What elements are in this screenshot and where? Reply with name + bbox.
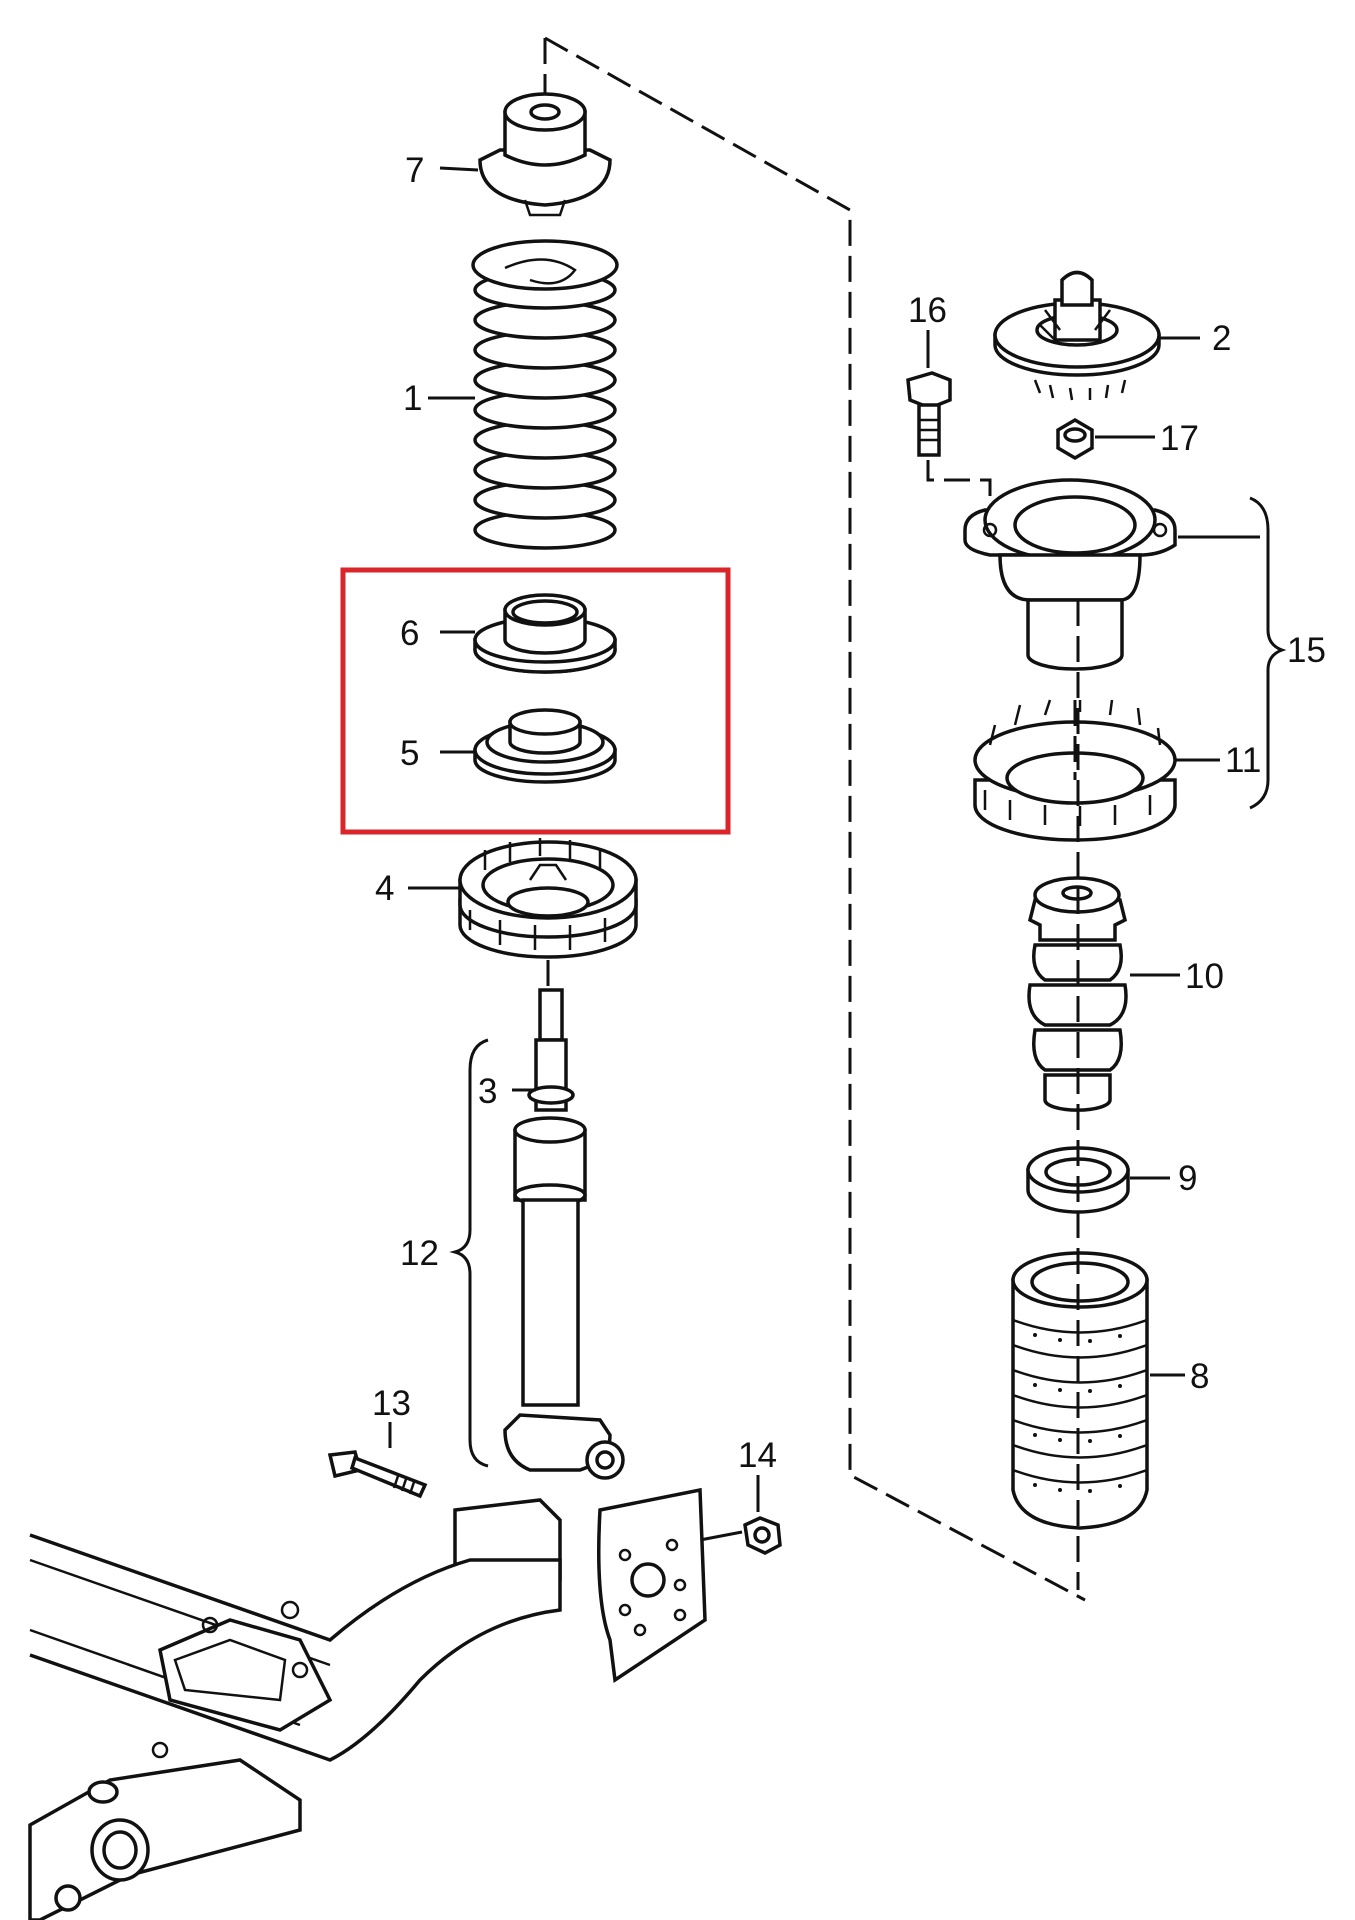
rear-axle-beam <box>28 1487 707 1920</box>
label-4: 4 <box>375 869 394 908</box>
part-11-bump-ring <box>973 699 1220 842</box>
part-8-protective-boot <box>1011 1251 1185 1530</box>
label-14: 14 <box>738 1436 777 1475</box>
part-7-bump-cap <box>439 92 612 217</box>
part-10-bump-stop <box>1027 876 1180 1112</box>
part-17-nut <box>1056 417 1155 461</box>
part-13-bolt <box>327 1422 428 1499</box>
label-2: 2 <box>1212 319 1231 358</box>
label-15: 15 <box>1287 631 1326 670</box>
label-1: 1 <box>403 379 422 418</box>
label-17: 17 <box>1160 419 1199 458</box>
part-2-strut-mount <box>993 270 1200 401</box>
label-11: 11 <box>1225 741 1261 780</box>
label-6: 6 <box>400 614 419 653</box>
part-1-coil-spring <box>428 239 619 550</box>
label-5: 5 <box>400 734 419 773</box>
part-15-mount-housing <box>963 478 1287 810</box>
part-16-bolt <box>906 330 992 505</box>
label-12: 12 <box>400 1234 439 1273</box>
part-14-nut <box>699 1475 782 1555</box>
part-5-spring-seat <box>440 708 617 784</box>
label-3: 3 <box>478 1072 497 1111</box>
part-4-spring-mount <box>408 838 638 959</box>
label-8: 8 <box>1190 1357 1209 1396</box>
part-3-shock-absorber <box>449 988 625 1480</box>
label-16: 16 <box>908 291 947 330</box>
label-10: 10 <box>1185 957 1224 996</box>
label-7: 7 <box>405 151 424 190</box>
label-13: 13 <box>372 1384 411 1423</box>
label-9: 9 <box>1178 1159 1197 1198</box>
callout-labels: 7 1 6 5 4 3 12 13 14 16 2 17 15 11 10 9 … <box>372 151 1326 1475</box>
part-9-seal <box>1026 1146 1170 1214</box>
highlight-box <box>340 567 731 835</box>
part-6-spring-seat <box>440 593 617 674</box>
